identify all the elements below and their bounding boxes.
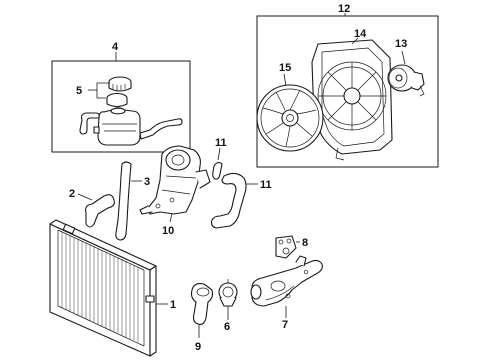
reservoir-cap-lower <box>106 92 128 108</box>
reservoir-group: 4 5 <box>51 41 191 153</box>
coolant-pipe <box>250 255 323 307</box>
fan-shroud <box>311 39 393 161</box>
callout-2: 2 <box>69 188 75 200</box>
callout-15: 15 <box>279 62 291 74</box>
callout-4: 4 <box>112 41 119 53</box>
leader-5 <box>96 82 110 99</box>
thermostat-cover <box>190 283 214 325</box>
fan-motor <box>387 64 425 97</box>
bypass-hose-small <box>212 161 223 180</box>
water-pump-housing <box>139 145 211 215</box>
reservoir-tank <box>93 107 141 146</box>
lower-hose-elbow <box>85 194 115 228</box>
callout-11-upper: 11 <box>215 137 227 149</box>
fan-assembly-group: 12 14 <box>256 3 439 168</box>
callout-1: 1 <box>170 299 176 311</box>
radiator <box>49 219 157 357</box>
callout-9: 9 <box>195 341 201 353</box>
heater-hose-curved <box>210 172 247 229</box>
callout-5: 5 <box>76 85 82 97</box>
callout-10: 10 <box>162 225 174 237</box>
callout-14: 14 <box>354 28 367 40</box>
callout-12: 12 <box>338 3 350 15</box>
thermostat <box>218 279 238 307</box>
radiator-core-grill <box>61 232 139 342</box>
fan-assembly-frame <box>256 15 439 168</box>
callout-7: 7 <box>282 319 288 331</box>
reservoir-group-frame <box>51 60 191 153</box>
reservoir-small-hose <box>79 112 100 135</box>
gasket <box>275 235 297 259</box>
reservoir-cap-upper <box>108 76 132 92</box>
callout-13: 13 <box>395 38 407 50</box>
upper-hose-long <box>115 161 132 241</box>
callout-3: 3 <box>144 176 150 188</box>
callout-6: 6 <box>224 321 230 333</box>
callout-11-lower: 11 <box>260 179 272 191</box>
fan-blade <box>256 84 324 152</box>
callout-8: 8 <box>302 237 308 249</box>
reservoir-overflow-hose <box>139 118 183 140</box>
